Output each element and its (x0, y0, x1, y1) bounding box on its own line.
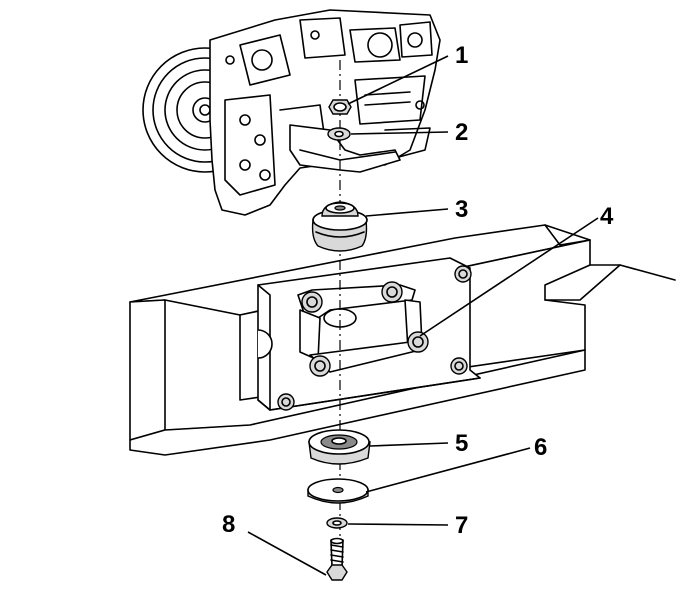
callout-5: 5 (455, 430, 468, 457)
part-6-retainer-plate (307, 478, 369, 504)
callout-7: 7 (455, 512, 468, 539)
mount-bracket-plate (257, 257, 481, 411)
part-3-upper-cushion (311, 201, 368, 252)
part-5-lower-cushion (308, 429, 371, 465)
part-1-nut (328, 99, 352, 115)
callout-4: 4 (600, 203, 614, 230)
part-8-bolt (326, 537, 348, 581)
callout-labels: 1 2 3 4 5 6 7 8 (222, 42, 614, 539)
part-2-washer (327, 127, 351, 141)
callout-leaders (247, 55, 599, 576)
callout-3: 3 (455, 196, 468, 223)
callout-2: 2 (455, 119, 468, 146)
engine-block (142, 9, 441, 216)
part-7-lock-washer (326, 517, 348, 529)
callout-8: 8 (222, 511, 235, 538)
callout-1: 1 (455, 42, 468, 69)
callout-6: 6 (534, 434, 547, 461)
